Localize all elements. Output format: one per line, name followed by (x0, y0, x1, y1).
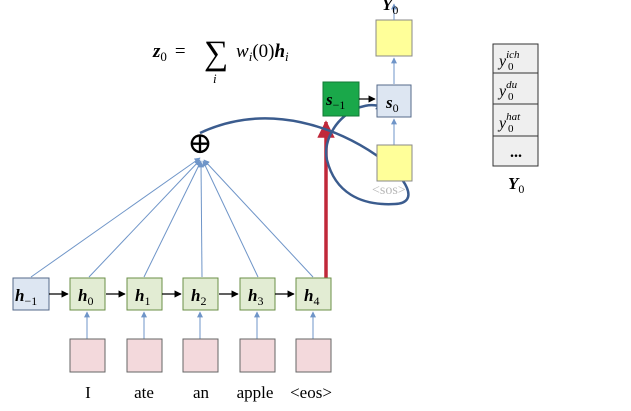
attention-line-0 (30, 157, 201, 278)
output-box-top (375, 19, 413, 57)
formula-w-sub: i (249, 49, 253, 64)
input-box-1 (126, 338, 163, 373)
attention-formula: z0= ∑ i wi(0)hi (152, 35, 289, 86)
h-minus-label: h−1 (15, 286, 37, 308)
prev-state-box (322, 81, 360, 117)
encoder-row: h−1 (12, 277, 50, 311)
encoder-state-label-1: h1 (135, 286, 150, 308)
encoder-state-box-0 (69, 277, 106, 311)
decoder-input-box (376, 144, 413, 182)
encoder-states: h0 h1 h2 h3 h4 (69, 277, 332, 311)
svg-text:wi(0)hi: wi(0)hi (236, 41, 289, 64)
decoder-state-box (376, 84, 412, 118)
encoder-state-label-4: h4 (304, 286, 319, 308)
formula-equals: = (175, 41, 186, 62)
attention-line-2 (143, 160, 202, 278)
encoder-state-label-2: h2 (191, 286, 206, 308)
vocab-caption: Y0 (508, 174, 524, 196)
context-curve (199, 98, 410, 206)
decoder-input-label: <sos> (372, 183, 406, 198)
input-box-0 (69, 338, 106, 373)
decoder-state-label: s0 (385, 93, 399, 115)
input-word-2: an (193, 383, 210, 402)
h-minus-box (12, 277, 50, 311)
attention-lines (30, 157, 314, 278)
input-word-4: <eos> (290, 383, 332, 402)
formula-w: w (236, 41, 249, 62)
vocab-box (492, 43, 539, 167)
formula-sum-index: i (213, 71, 217, 86)
input-box-4 (295, 338, 332, 373)
formula-lhs: z (152, 41, 161, 62)
input-word-3: apple (237, 383, 274, 402)
decoder: Y0 s−1 s0 <sos> (322, 0, 413, 198)
output-top-label: Y0 (382, 0, 398, 17)
encoder-state-box-2 (182, 277, 219, 311)
input-box-3 (239, 338, 276, 373)
encoder-state-box-1 (126, 277, 163, 311)
attention-line-5 (203, 159, 314, 278)
vocab-ellipsis: ... (510, 144, 522, 161)
input-word-0: I (85, 383, 91, 402)
prev-state-label: s−1 (325, 90, 345, 112)
encoder-state-label-0: h0 (78, 286, 93, 308)
attention-line-3 (198, 161, 205, 278)
formula-sum: ∑ (204, 35, 228, 72)
formula-h: h (274, 41, 285, 62)
attention-line-1 (88, 159, 201, 278)
formula-arg: (0) (252, 41, 274, 62)
svg-text:z0=: z0 = (152, 41, 186, 64)
input-box-2 (182, 338, 219, 373)
formula-h-sub: i (285, 49, 289, 64)
input-word-1: ate (134, 383, 154, 402)
encoder-state-box-4 (295, 277, 332, 311)
encoder-state-label-3: h3 (248, 286, 263, 308)
attention-line-4 (202, 160, 259, 278)
formula-lhs-sub: 0 (160, 49, 167, 64)
